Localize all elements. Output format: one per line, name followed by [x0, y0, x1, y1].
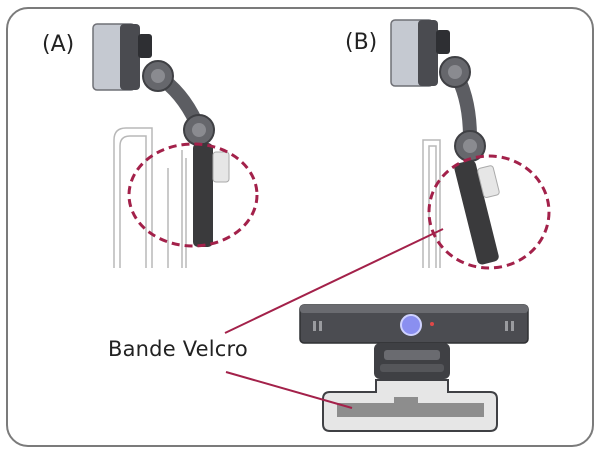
- velcro-callout-label: Bande Velcro: [108, 337, 248, 361]
- camera-head-b: [390, 19, 450, 87]
- tv-outline-a: [113, 127, 187, 268]
- mic-holes: [313, 321, 514, 331]
- highlight-circle-a: [127, 142, 259, 248]
- leader-line-to-mount: [224, 228, 444, 334]
- lens-icon: [400, 314, 422, 336]
- mount-a-label: (A): [42, 32, 75, 57]
- clamp-a: [193, 143, 230, 247]
- tv-outline-b: [422, 139, 441, 268]
- hinge-arm-b: [439, 56, 486, 162]
- leader-line-to-base: [225, 371, 353, 409]
- highlight-circle-b: [427, 154, 551, 270]
- hinge-arm-a: [142, 60, 215, 146]
- leader-lines: [224, 228, 444, 409]
- mount-a-illustration: [92, 23, 259, 268]
- clamp-b: [454, 160, 500, 265]
- mount-b-label: (B): [345, 30, 378, 55]
- mount-b-illustration: [390, 19, 551, 270]
- velcro-strip: [337, 397, 484, 417]
- camera-head-a: [92, 23, 152, 91]
- camera-front-illustration: [299, 304, 529, 432]
